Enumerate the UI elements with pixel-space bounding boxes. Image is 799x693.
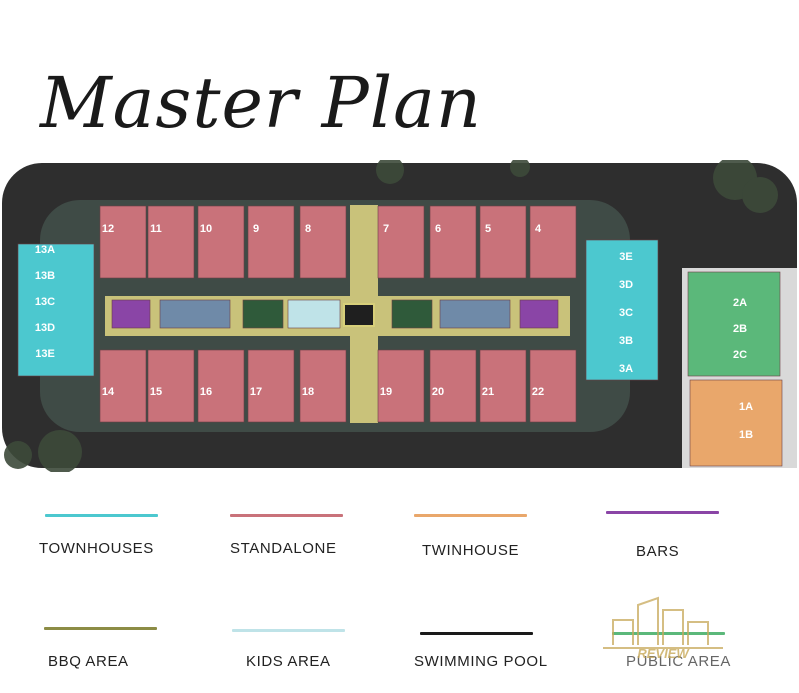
standalone-unit-6 [429, 205, 477, 279]
unit-label-20: 20 [432, 386, 444, 398]
legend-label-4: BBQ AREA [48, 653, 129, 670]
public-area-block [687, 271, 781, 377]
logo-text: REVIEW [637, 646, 690, 660]
legend-swatch-3 [606, 511, 719, 514]
townhouse-block-13 [17, 243, 95, 377]
pool-left [159, 299, 231, 329]
master-plan-map: 12 11 10 9 8 7 6 5 4 14 15 16 17 18 19 20 21 22 13A 13B 13C 1… [2, 160, 797, 472]
standalone-unit-7 [377, 205, 425, 279]
bars-right [519, 299, 559, 329]
unit-label-9: 9 [253, 223, 259, 235]
unit-label-18: 18 [302, 386, 314, 398]
legend-swatch-2 [414, 514, 527, 517]
twinhouse-block-1 [689, 379, 783, 467]
unit-label-3C: 3C [619, 307, 633, 319]
legend-label-0: TOWNHOUSES [39, 540, 154, 557]
legend-label-2: TWINHOUSE [422, 542, 520, 559]
bbq-left [242, 299, 284, 329]
unit-label-5: 5 [485, 223, 491, 235]
unit-label-13E: 13E [35, 348, 55, 360]
legend-label-6: SWIMMING POOL [414, 653, 548, 670]
legend-label-3: BARS [636, 543, 680, 560]
unit-label-10: 10 [200, 223, 212, 235]
legend-label-1: STANDALONE [230, 540, 337, 557]
unit-label-16: 16 [200, 386, 212, 398]
review-logo: REVIEW [603, 596, 723, 660]
bars-left [111, 299, 151, 329]
unit-label-13A: 13A [35, 244, 55, 256]
unit-label-3E: 3E [619, 251, 632, 263]
unit-label-13D: 13D [35, 322, 55, 334]
pool-right [439, 299, 511, 329]
standalone-unit-8 [299, 205, 347, 279]
standalone-unit-10 [197, 205, 245, 279]
unit-label-3A: 3A [619, 363, 633, 375]
unit-label-14: 14 [102, 386, 115, 398]
unit-label-4: 4 [535, 223, 542, 235]
standalone-unit-17 [247, 349, 295, 423]
unit-label-2A: 2A [733, 297, 747, 309]
unit-label-6: 6 [435, 223, 441, 235]
trees [4, 160, 778, 472]
page-title: Master Plan [40, 62, 482, 144]
standalone-unit-20 [429, 349, 477, 423]
unit-label-2B: 2B [733, 323, 747, 335]
kids-area [287, 299, 341, 329]
unit-label-19: 19 [380, 386, 392, 398]
standalone-unit-15 [147, 349, 195, 423]
unit-label-17: 17 [250, 386, 262, 398]
standalone-unit-19 [377, 349, 425, 423]
standalone-unit-14 [99, 349, 147, 423]
legend-label-7: PUBLIC AREA [626, 653, 731, 670]
standalone-unit-22 [529, 349, 577, 423]
legend-swatch-1 [230, 514, 343, 517]
unit-label-21: 21 [482, 386, 494, 398]
unit-label-12: 12 [102, 223, 114, 235]
unit-label-3B: 3B [619, 335, 633, 347]
legend-swatch-0 [45, 514, 158, 517]
standalone-unit-4 [529, 205, 577, 279]
unit-label-2C: 2C [733, 349, 747, 361]
bbq-right [391, 299, 433, 329]
unit-label-22: 22 [532, 386, 544, 398]
legend-label-5: KIDS AREA [246, 653, 331, 670]
unit-label-11: 11 [150, 223, 162, 235]
standalone-unit-12 [99, 205, 147, 279]
unit-label-7: 7 [383, 223, 389, 235]
unit-label-13C: 13C [35, 296, 55, 308]
townhouse-block-3 [585, 239, 659, 381]
central-feature [343, 303, 375, 327]
standalone-unit-9 [247, 205, 295, 279]
unit-label-15: 15 [150, 386, 162, 398]
unit-label-1B: 1B [739, 429, 753, 441]
legend-swatch-6 [420, 632, 533, 635]
unit-label-1A: 1A [739, 401, 753, 413]
unit-label-13B: 13B [35, 270, 55, 282]
standalone-unit-5 [479, 205, 527, 279]
unit-label-8: 8 [305, 223, 311, 235]
legend-swatch-4 [44, 627, 157, 630]
standalone-unit-11 [147, 205, 195, 279]
unit-layer: 12 11 10 9 8 7 6 5 4 14 15 16 17 18 19 20 21 22 13A 13B 13C 1… [17, 205, 783, 467]
legend-swatch-7 [612, 632, 725, 635]
legend-swatch-5 [232, 629, 345, 632]
standalone-unit-16 [197, 349, 245, 423]
unit-label-3D: 3D [619, 279, 633, 291]
standalone-unit-21 [479, 349, 527, 423]
standalone-unit-18 [299, 349, 347, 423]
